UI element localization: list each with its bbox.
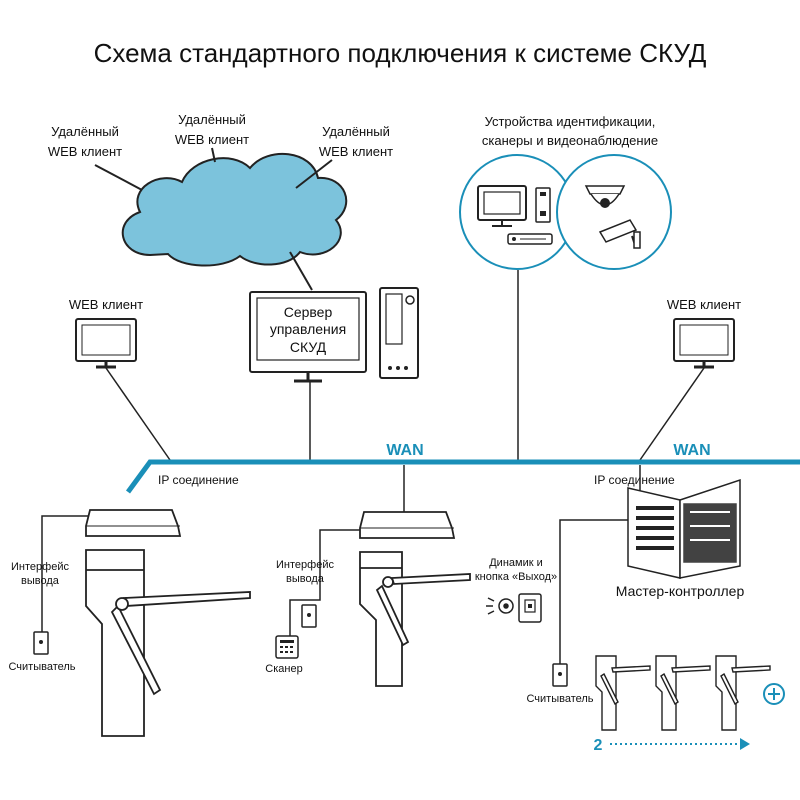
remote-client-2-line1: Удалённый [178, 112, 246, 127]
turnstile-small-2-icon [655, 655, 711, 731]
count-label: 2 [594, 737, 603, 754]
server-label-line2: управления [270, 321, 346, 337]
master-controller-label: Мастер-контроллер [616, 583, 745, 599]
controller-mid-icon [359, 511, 456, 539]
remote-client-1-line1: Удалённый [51, 124, 119, 139]
exit-button-icon [518, 593, 542, 623]
ip-connection-right-label: IP соединение [594, 473, 675, 487]
turnstile-left-icon [85, 549, 251, 737]
reader-right-icon [552, 663, 568, 687]
devices-label-line2: сканеры и видеонаблюдение [482, 133, 658, 148]
output-interface-mid-line1: Интерфейс [276, 559, 334, 571]
remote-client-3-line1: Удалённый [322, 124, 390, 139]
connection-lines [41, 270, 705, 668]
wan-label-2: WAN [673, 442, 710, 459]
output-interface-left-line1: Интерфейс [11, 561, 69, 573]
reader-right-label: Считыватель [526, 693, 593, 705]
server-monitor-icon [249, 291, 367, 383]
remote-client-1-line2: WEB клиент [48, 144, 122, 159]
speaker-label-line2: кнопка «Выход» [475, 571, 557, 583]
output-interface-left-line2: вывода [21, 575, 60, 587]
remote-client-2-line2: WEB клиент [175, 132, 249, 147]
web-client-left-label: WEB клиент [69, 297, 143, 312]
video-surveillance-icon [556, 154, 672, 270]
wan-label-1: WAN [386, 442, 423, 459]
server-tower-icon [379, 287, 419, 379]
cloud-icon [121, 152, 348, 267]
scanner-icon [275, 635, 299, 659]
page-title: Схема стандартного подключения к системе… [94, 38, 707, 68]
add-plus-icon [763, 683, 785, 705]
output-interface-mid-line2: вывода [286, 573, 325, 585]
dotted-arrow-icon [610, 738, 750, 750]
turnstile-mid-icon [359, 551, 471, 687]
speaker-icon [486, 597, 514, 615]
devices-label-line1: Устройства идентификации, [485, 114, 656, 129]
turnstile-small-3-icon [715, 655, 771, 731]
web-client-right-label: WEB клиент [667, 297, 741, 312]
turnstile-small-1-icon [595, 655, 651, 731]
ip-connection-left-label: IP соединение [158, 473, 239, 487]
remote-client-lines [94, 147, 333, 291]
remote-client-3-line2: WEB клиент [319, 144, 393, 159]
reader-left-icon [33, 631, 49, 655]
server-label-line1: Сервер [284, 304, 333, 320]
web-client-left-monitor-icon [75, 318, 137, 369]
server-label-line3: СКУД [290, 339, 327, 355]
wan-backbone-line [125, 459, 800, 494]
speaker-label-line1: Динамик и [489, 557, 543, 569]
controller-left-icon [85, 509, 182, 537]
master-controller-icon [627, 478, 741, 579]
web-client-right-monitor-icon [673, 318, 735, 369]
reader-left-label: Считыватель [8, 661, 75, 673]
scanner-label: Сканер [265, 663, 302, 675]
identification-devices-icon [459, 154, 575, 270]
reader-mid-icon [301, 604, 317, 628]
